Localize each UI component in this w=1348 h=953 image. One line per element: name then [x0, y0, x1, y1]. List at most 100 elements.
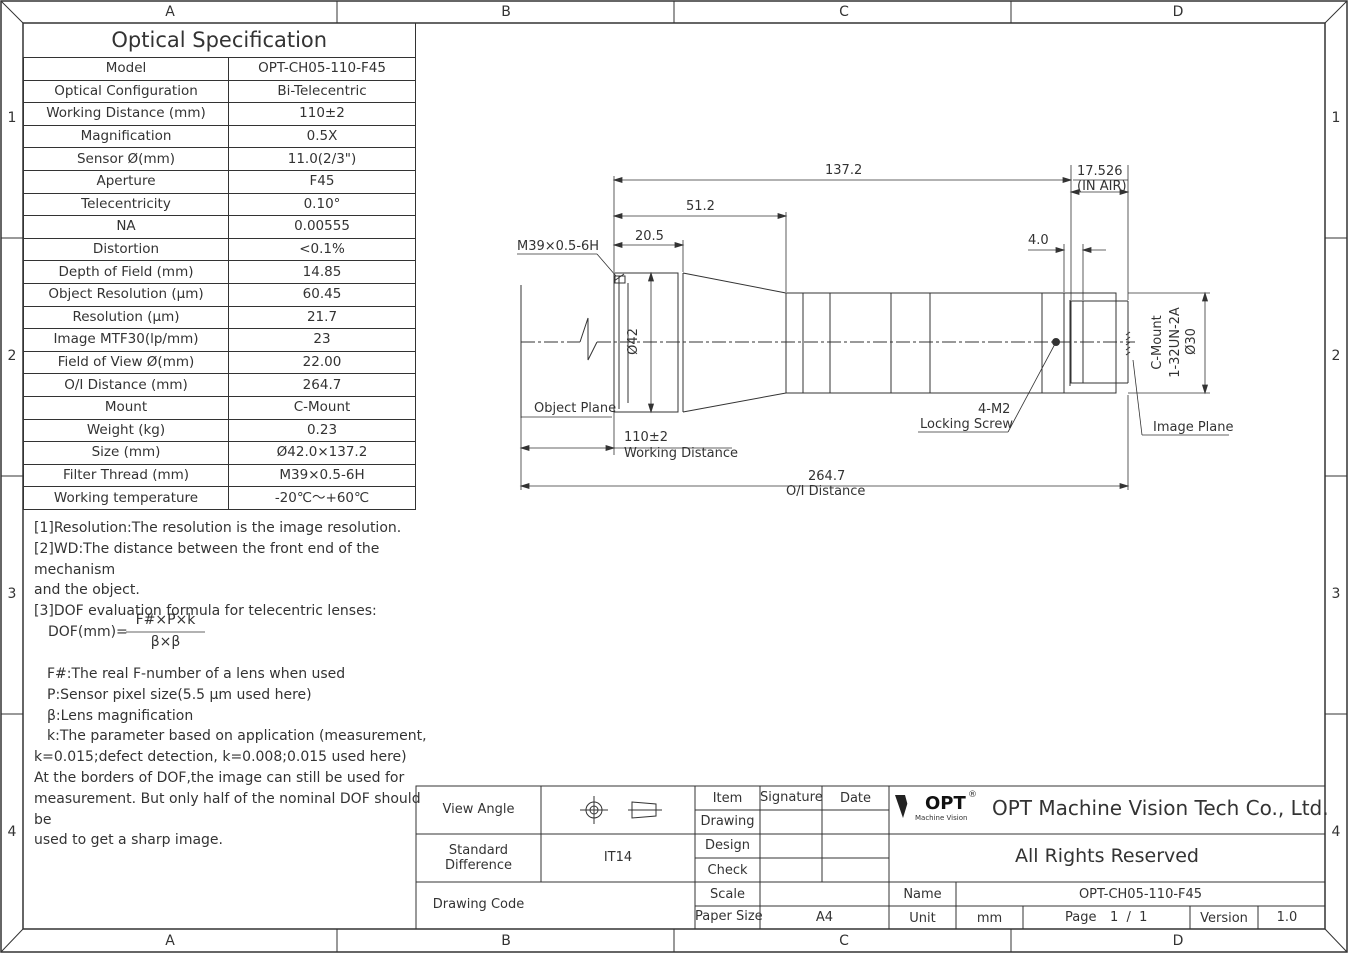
- def-k-line2: k=0.015;defect detection, k=0.008;0.015 …: [34, 749, 407, 766]
- spec-key: NA: [23, 215, 229, 239]
- notes-block: [1]Resolution:The resolution is the imag…: [34, 518, 429, 622]
- note-border-line1: At the borders of DOF,the image can stil…: [34, 769, 405, 786]
- note-border-line2: measurement. But only half of the nomina…: [34, 790, 421, 828]
- tb-version-value: 1.0: [1276, 910, 1298, 925]
- tb-paper-value: A4: [815, 910, 834, 925]
- dim-205: 20.5: [635, 229, 664, 244]
- zone-label-c-bottom: C: [839, 933, 849, 949]
- tb-std-diff-2: Difference: [444, 858, 513, 873]
- spec-value: <0.1%: [228, 237, 416, 262]
- label-image-plane: Image Plane: [1153, 420, 1234, 435]
- spec-row: Sensor Ø(mm)11.0(2/3"): [23, 147, 416, 171]
- spec-key: Field of View Ø(mm): [23, 350, 229, 375]
- tb-company: OPT Machine Vision Tech Co., Ltd.: [992, 796, 1329, 820]
- spec-value: 14.85: [228, 260, 416, 284]
- registered-mark-icon: ®: [968, 790, 977, 800]
- spec-key: Working temperature: [23, 486, 229, 510]
- dim-overall-length: 137.2: [825, 163, 863, 178]
- label-locking-screw: Locking Screw: [920, 417, 1013, 432]
- tb-std-value: IT14: [603, 850, 633, 865]
- tb-unit: Unit: [909, 911, 936, 926]
- def-k-line1: k:The parameter based on application (me…: [47, 728, 427, 745]
- spec-value: -20℃～+60℃: [228, 486, 416, 510]
- spec-row: Working temperature-20℃～+60℃: [23, 486, 416, 510]
- tb-std-diff-1: Standard: [448, 843, 509, 858]
- tb-design: Design: [705, 838, 750, 853]
- formula-numerator: F#×P×k: [135, 612, 196, 628]
- spec-value: Ø42.0×137.2: [228, 441, 416, 465]
- spec-key: Model: [23, 57, 229, 81]
- spec-key: Object Resolution (µm): [23, 282, 229, 307]
- label-object-plane: Object Plane: [534, 401, 617, 416]
- spec-key: Sensor Ø(mm): [23, 147, 229, 171]
- spec-value: 21.7: [228, 305, 416, 330]
- spec-key: Optical Configuration: [23, 79, 229, 104]
- tb-paper-size: Paper Size: [695, 909, 763, 924]
- label-screw-count: 4-M2: [978, 402, 1011, 417]
- tb-view-angle: View Angle: [442, 802, 515, 817]
- spec-value: 264.7: [228, 373, 416, 397]
- spec-value: 110±2: [228, 102, 416, 126]
- note-wd-line1: [2]WD:The distance between the front end…: [34, 540, 380, 578]
- tb-scale: Scale: [710, 887, 745, 902]
- dim-dia30: Ø30: [1183, 328, 1199, 355]
- spec-value: 22.00: [228, 350, 416, 375]
- spec-key: Filter Thread (mm): [23, 463, 229, 488]
- zone-label-2-right: 2: [1331, 348, 1341, 364]
- spec-key: Aperture: [23, 169, 229, 194]
- spec-row: Depth of Field (mm)14.85: [23, 260, 416, 284]
- spec-title: Optical Specification: [23, 23, 416, 58]
- spec-key: Distortion: [23, 237, 229, 262]
- spec-value: 11.0(2/3"): [228, 147, 416, 171]
- zone-label-3-right: 3: [1331, 586, 1341, 602]
- dim-back-focus: 17.526: [1077, 164, 1123, 179]
- dim-40: 4.0: [1028, 233, 1049, 248]
- spec-row: Field of View Ø(mm)22.00: [23, 350, 416, 375]
- spec-value: 0.5X: [228, 124, 416, 149]
- dim-working-distance-value: 110±2: [624, 430, 668, 445]
- spec-key: Working Distance (mm): [23, 102, 229, 126]
- label-cmount: C-Mount: [1149, 315, 1165, 370]
- spec-row: Weight (kg)0.23: [23, 418, 416, 443]
- zone-label-d-top: D: [1172, 4, 1184, 20]
- tb-page-value: 1 / 1: [1110, 910, 1148, 925]
- spec-value: OPT-CH05-110-F45: [228, 57, 416, 81]
- zone-label-1-right: 1: [1331, 110, 1341, 126]
- tb-item: Item: [712, 791, 743, 806]
- spec-key: Weight (kg): [23, 418, 229, 443]
- spec-value: C-Mount: [228, 395, 416, 420]
- zone-label-c-top: C: [839, 4, 849, 20]
- opt-logo-icon: [895, 795, 915, 818]
- spec-key: Magnification: [23, 124, 229, 149]
- dim-dia42: Ø42: [625, 328, 641, 355]
- spec-row: Distortion<0.1%: [23, 237, 416, 262]
- spec-value: F45: [228, 169, 416, 194]
- spec-value: 0.00555: [228, 215, 416, 239]
- tb-name: Name: [903, 887, 942, 902]
- spec-row: Resolution (µm)21.7: [23, 305, 416, 330]
- note-border-line3: used to get a sharp image.: [34, 832, 223, 849]
- notes-definitions: F#:The real F-number of a lens when used…: [34, 664, 429, 851]
- spec-row: Object Resolution (µm)60.45: [23, 282, 416, 307]
- spec-value: Bi-Telecentric: [228, 79, 416, 104]
- spec-key: Mount: [23, 395, 229, 420]
- projection-symbol-icon: [580, 796, 662, 824]
- zone-label-b-bottom: B: [501, 933, 511, 949]
- tb-signature: Signature: [760, 790, 823, 805]
- spec-row: Filter Thread (mm)M39×0.5-6H: [23, 463, 416, 488]
- zone-label-2-left: 2: [7, 348, 17, 364]
- spec-row: Size (mm)Ø42.0×137.2: [23, 441, 416, 465]
- note-wd-line2: and the object.: [34, 582, 140, 599]
- note-dof: [3]DOF evaluation formula for telecentri…: [34, 603, 377, 620]
- dim-512: 51.2: [686, 199, 715, 214]
- label-thread: M39×0.5-6H: [517, 239, 600, 254]
- note-resolution: [1]Resolution:The resolution is the imag…: [34, 520, 402, 536]
- def-pixel: P:Sensor pixel size(5.5 µm used here): [47, 686, 312, 703]
- label-cmount-thread: 1-32UN-2A: [1167, 307, 1183, 378]
- spec-key: O/I Distance (mm): [23, 373, 229, 397]
- zone-label-a-bottom: A: [165, 933, 175, 949]
